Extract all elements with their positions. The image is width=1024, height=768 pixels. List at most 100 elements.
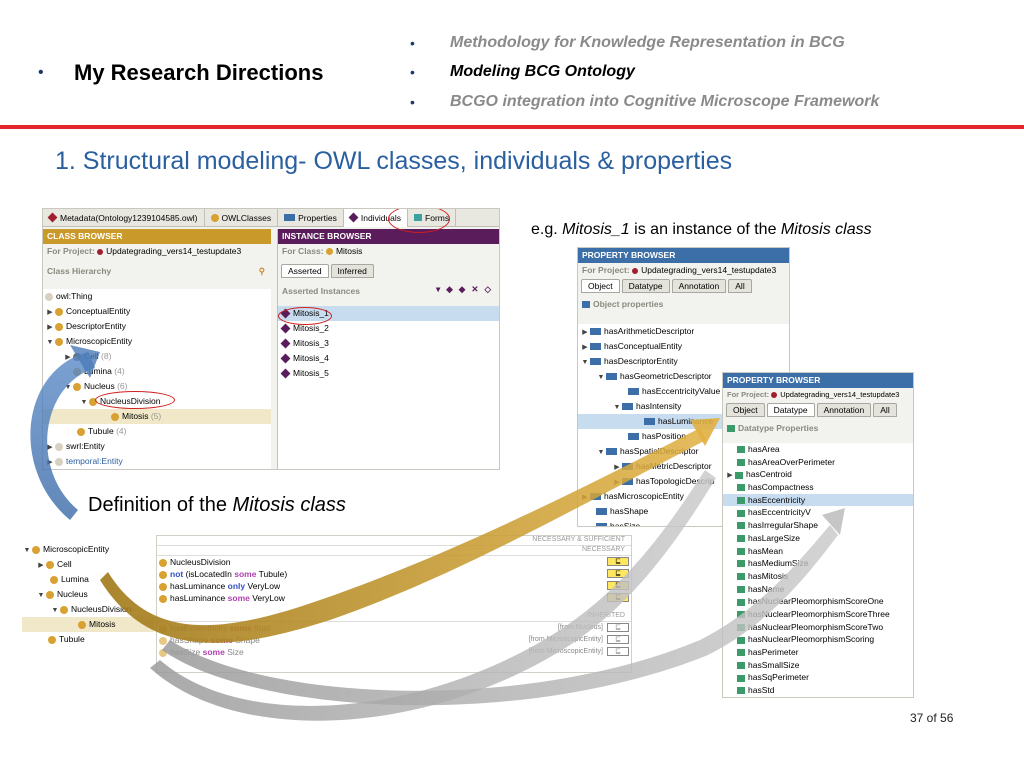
tab-inferred[interactable]: Inferred: [330, 264, 374, 278]
tree-item[interactable]: ▼Nucleus: [22, 587, 154, 602]
property-item[interactable]: hasMediumSize: [723, 557, 913, 570]
tab-annotation[interactable]: Annotation: [816, 403, 872, 417]
inherited-row[interactable]: hasSize some Size[from MicroscopicEntity…: [157, 646, 631, 658]
property-item[interactable]: hasLargeSize: [723, 532, 913, 545]
property-item[interactable]: hasPerimeter: [723, 646, 913, 659]
property-item[interactable]: hasNuclearPleomorphismScoreOne: [723, 595, 913, 608]
subclass-box[interactable]: ⊑: [607, 635, 629, 644]
property-item[interactable]: hasEccentricityValue: [578, 384, 789, 399]
expand-arrow-icon[interactable]: ▶: [582, 344, 588, 351]
expand-arrow-icon[interactable]: ▶: [727, 472, 733, 480]
property-item[interactable]: ▶hasCentroid: [723, 468, 913, 481]
property-item[interactable]: ▶hasArithmeticDescriptor: [578, 324, 789, 339]
expand-arrow-icon[interactable]: ▶: [47, 444, 53, 451]
collapse-arrow-icon[interactable]: ▼: [613, 404, 621, 411]
tab-datatype[interactable]: Datatype: [766, 403, 815, 417]
expand-arrow-icon[interactable]: ▶: [47, 309, 53, 316]
tree-item[interactable]: ▶ConceptualEntity: [43, 304, 271, 319]
subclass-box[interactable]: ⊑: [607, 557, 629, 566]
property-item[interactable]: hasAreaOverPerimeter: [723, 456, 913, 469]
expand-arrow-icon[interactable]: ▶: [614, 464, 620, 471]
tab-all[interactable]: All: [728, 279, 752, 293]
inherited-row[interactable]: hasEccentricity some float[from Nucleus]…: [157, 622, 631, 634]
subclass-box[interactable]: ⊑: [607, 623, 629, 632]
property-item[interactable]: hasIrregularShape: [723, 519, 913, 532]
restriction-row[interactable]: NucleusDivision⊑: [157, 556, 631, 568]
collapse-arrow-icon[interactable]: ▼: [23, 547, 31, 554]
property-item[interactable]: hasStd: [723, 684, 913, 697]
dropdown-icon[interactable]: ▾: [435, 284, 447, 294]
expand-arrow-icon[interactable]: ▶: [47, 324, 53, 331]
inherited-row[interactable]: hasShape some Shape[from MicroscopicEnti…: [157, 634, 631, 646]
collapse-arrow-icon[interactable]: ▼: [37, 592, 45, 599]
instance-item[interactable]: Mitosis_2: [278, 321, 499, 336]
subclass-box[interactable]: ⊑: [607, 569, 629, 578]
subclass-box[interactable]: ⊑: [607, 581, 629, 590]
find-class-icon[interactable]: ⚲: [258, 266, 265, 276]
tree-item[interactable]: Tubule (4): [43, 424, 271, 439]
tree-item[interactable]: ▼MicroscopicEntity: [43, 334, 271, 349]
property-item[interactable]: hasCompactness: [723, 481, 913, 494]
tab-object[interactable]: Object: [726, 403, 765, 417]
property-item[interactable]: hasArea: [723, 443, 913, 456]
property-item[interactable]: ▶hasConceptualEntity: [578, 339, 789, 354]
delete-icon[interactable]: ✕: [471, 284, 485, 294]
tree-item[interactable]: owl:Thing: [43, 289, 271, 304]
property-item[interactable]: ▼hasGeometricDescriptor: [578, 369, 789, 384]
collapse-arrow-icon[interactable]: ▼: [80, 399, 88, 406]
collapse-arrow-icon[interactable]: ▼: [597, 449, 605, 456]
tree-item-selected[interactable]: Mitosis: [22, 617, 154, 632]
property-item[interactable]: hasNuclearPleomorphismScoreTwo: [723, 621, 913, 634]
property-item[interactable]: ▼hasDescriptorEntity: [578, 354, 789, 369]
collapse-arrow-icon[interactable]: ▼: [597, 374, 605, 381]
tree-item-selected[interactable]: Mitosis (5): [43, 409, 271, 424]
property-item[interactable]: hasMitosis: [723, 570, 913, 583]
property-item[interactable]: hasSqPerimeter: [723, 671, 913, 684]
tree-item[interactable]: Tubule: [22, 632, 154, 647]
tab-object[interactable]: Object: [581, 279, 620, 293]
tab-metadata[interactable]: Metadata(Ontology1239104585.owl): [43, 209, 205, 227]
restriction-row[interactable]: not (isLocatedIn some Tubule)⊑: [157, 568, 631, 580]
tab-properties[interactable]: Properties: [278, 209, 344, 227]
tree-item[interactable]: ▶swrl:Entity: [43, 439, 271, 454]
clone-icon[interactable]: ◇: [484, 284, 497, 294]
expand-arrow-icon[interactable]: ▶: [614, 479, 620, 486]
tree-item[interactable]: Lumina (4): [43, 364, 271, 379]
tree-item[interactable]: ▶Cell (8): [43, 349, 271, 364]
tab-asserted[interactable]: Asserted: [281, 264, 329, 278]
tab-annotation[interactable]: Annotation: [671, 279, 727, 293]
property-item[interactable]: hasMean: [723, 545, 913, 558]
property-item[interactable]: hasName: [723, 583, 913, 596]
tab-owlclasses[interactable]: OWLClasses: [205, 209, 279, 227]
collapse-arrow-icon[interactable]: ▼: [581, 359, 589, 366]
property-item[interactable]: hasSmallSize: [723, 659, 913, 672]
property-item[interactable]: hasNuclearPleomorphismScoreThree: [723, 608, 913, 621]
tree-item[interactable]: Lumina: [22, 572, 154, 587]
tab-datatype[interactable]: Datatype: [621, 279, 670, 293]
subclass-box[interactable]: ⊑: [607, 647, 629, 656]
tree-item[interactable]: ▼NucleusDivision: [22, 602, 154, 617]
add-instance-icon[interactable]: ◆: [446, 284, 459, 294]
expand-arrow-icon[interactable]: ▶: [47, 459, 53, 466]
collapse-arrow-icon[interactable]: ▼: [64, 384, 72, 391]
expand-arrow-icon[interactable]: ▶: [582, 329, 588, 336]
property-item[interactable]: hasNuclearPleomorphismScoring: [723, 633, 913, 646]
expand-arrow-icon[interactable]: ▶: [38, 562, 44, 569]
create-instance-icon[interactable]: ◆: [458, 284, 472, 294]
expand-arrow-icon[interactable]: ▶: [582, 494, 588, 501]
property-item[interactable]: hasEccentricityV: [723, 506, 913, 519]
tree-item[interactable]: ▶temporal:Entity: [43, 454, 271, 469]
expand-arrow-icon[interactable]: ▶: [65, 354, 71, 361]
property-item-selected[interactable]: hasEccentricity: [723, 493, 913, 507]
tree-item[interactable]: ▼MicroscopicEntity: [22, 542, 154, 557]
restriction-row[interactable]: hasLuminance only VeryLow⊑: [157, 580, 631, 592]
tree-item[interactable]: ▶DescriptorEntity: [43, 319, 271, 334]
instance-item[interactable]: Mitosis_5: [278, 366, 499, 381]
tab-all[interactable]: All: [873, 403, 897, 417]
tree-item[interactable]: ▶Cell: [22, 557, 154, 572]
restriction-row[interactable]: hasLuminance some VeryLow⊑: [157, 592, 631, 604]
collapse-arrow-icon[interactable]: ▼: [46, 339, 54, 346]
instance-item[interactable]: Mitosis_4: [278, 351, 499, 366]
instance-item[interactable]: Mitosis_3: [278, 336, 499, 351]
subclass-box[interactable]: ⊑: [607, 593, 629, 602]
